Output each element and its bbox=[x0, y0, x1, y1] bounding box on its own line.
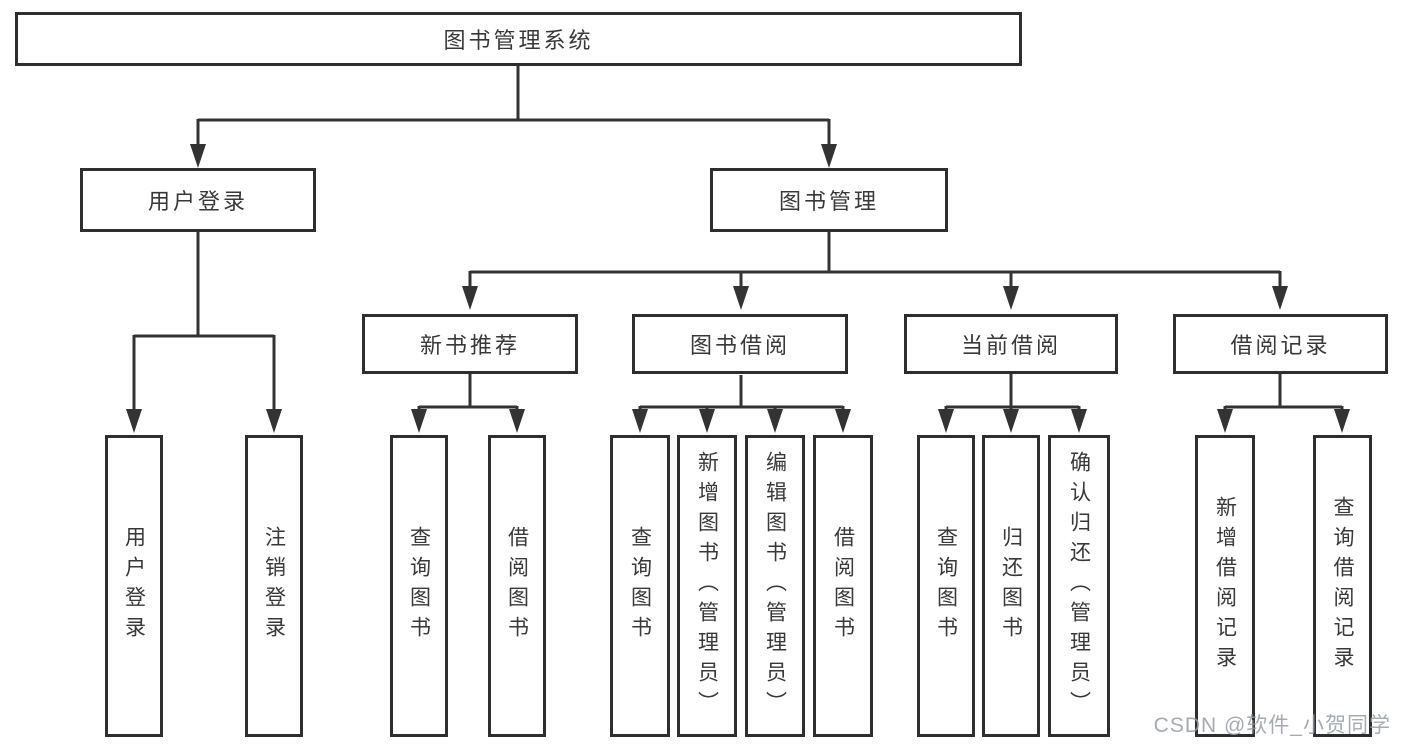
node-leaf-user-login: 用户登录 bbox=[105, 435, 163, 737]
node-leaf-query-books-3: 查询图书 bbox=[917, 435, 975, 737]
node-book-borrowing-label: 图书借阅 bbox=[689, 333, 790, 358]
node-leaf-query-borrow-record: 查询借阅记录 bbox=[1313, 435, 1372, 737]
node-book-management-label: 图书管理 bbox=[778, 189, 879, 214]
node-leaf-return-books-label: 归还图书 bbox=[999, 526, 1023, 646]
node-leaf-edit-books-admin: 编辑图书（管理员） bbox=[745, 435, 805, 737]
node-user-login-label: 用户登录 bbox=[147, 189, 248, 214]
node-current-borrowing-label: 当前借阅 bbox=[960, 333, 1061, 358]
node-leaf-logout: 注销登录 bbox=[245, 435, 303, 737]
node-leaf-confirm-return-admin-label: 确认归还（管理员） bbox=[1067, 451, 1091, 721]
node-leaf-edit-books-admin-label: 编辑图书（管理员） bbox=[763, 451, 787, 721]
arrowheads bbox=[126, 144, 1350, 433]
node-leaf-user-login-label: 用户登录 bbox=[122, 526, 146, 646]
node-root-label: 图书管理系统 bbox=[443, 28, 594, 53]
node-leaf-borrow-books-1-label: 借阅图书 bbox=[505, 526, 529, 646]
node-new-book-recommendation: 新书推荐 bbox=[362, 314, 578, 374]
node-leaf-query-books-3-label: 查询图书 bbox=[934, 526, 958, 646]
node-leaf-query-books-2: 查询图书 bbox=[610, 435, 670, 737]
node-leaf-query-books-2-label: 查询图书 bbox=[628, 526, 652, 646]
node-leaf-borrow-books-2-label: 借阅图书 bbox=[831, 526, 855, 646]
node-user-login: 用户登录 bbox=[80, 168, 316, 232]
node-leaf-add-books-admin-label: 新增图书（管理员） bbox=[695, 451, 719, 721]
watermark: CSDN @软件_小贺同学 bbox=[1153, 714, 1391, 737]
node-leaf-add-books-admin: 新增图书（管理员） bbox=[677, 435, 737, 737]
node-leaf-return-books: 归还图书 bbox=[982, 435, 1040, 737]
node-leaf-confirm-return-admin: 确认归还（管理员） bbox=[1048, 435, 1110, 737]
node-leaf-query-books-1: 查询图书 bbox=[390, 435, 448, 737]
node-book-management: 图书管理 bbox=[710, 168, 948, 232]
node-leaf-query-borrow-record-label: 查询借阅记录 bbox=[1331, 496, 1355, 676]
node-leaf-borrow-books-2: 借阅图书 bbox=[813, 435, 873, 737]
node-leaf-add-borrow-record-label: 新增借阅记录 bbox=[1213, 496, 1237, 676]
node-leaf-query-books-1-label: 查询图书 bbox=[407, 526, 431, 646]
node-book-borrowing: 图书借阅 bbox=[632, 314, 848, 374]
node-leaf-borrow-books-1: 借阅图书 bbox=[488, 435, 546, 737]
node-root: 图书管理系统 bbox=[15, 12, 1022, 66]
node-current-borrowing: 当前借阅 bbox=[904, 314, 1118, 374]
node-borrowing-records-label: 借阅记录 bbox=[1230, 333, 1331, 358]
node-new-book-recommendation-label: 新书推荐 bbox=[419, 333, 520, 358]
node-leaf-logout-label: 注销登录 bbox=[262, 526, 286, 646]
node-borrowing-records: 借阅记录 bbox=[1173, 314, 1388, 374]
node-leaf-add-borrow-record: 新增借阅记录 bbox=[1195, 435, 1255, 737]
